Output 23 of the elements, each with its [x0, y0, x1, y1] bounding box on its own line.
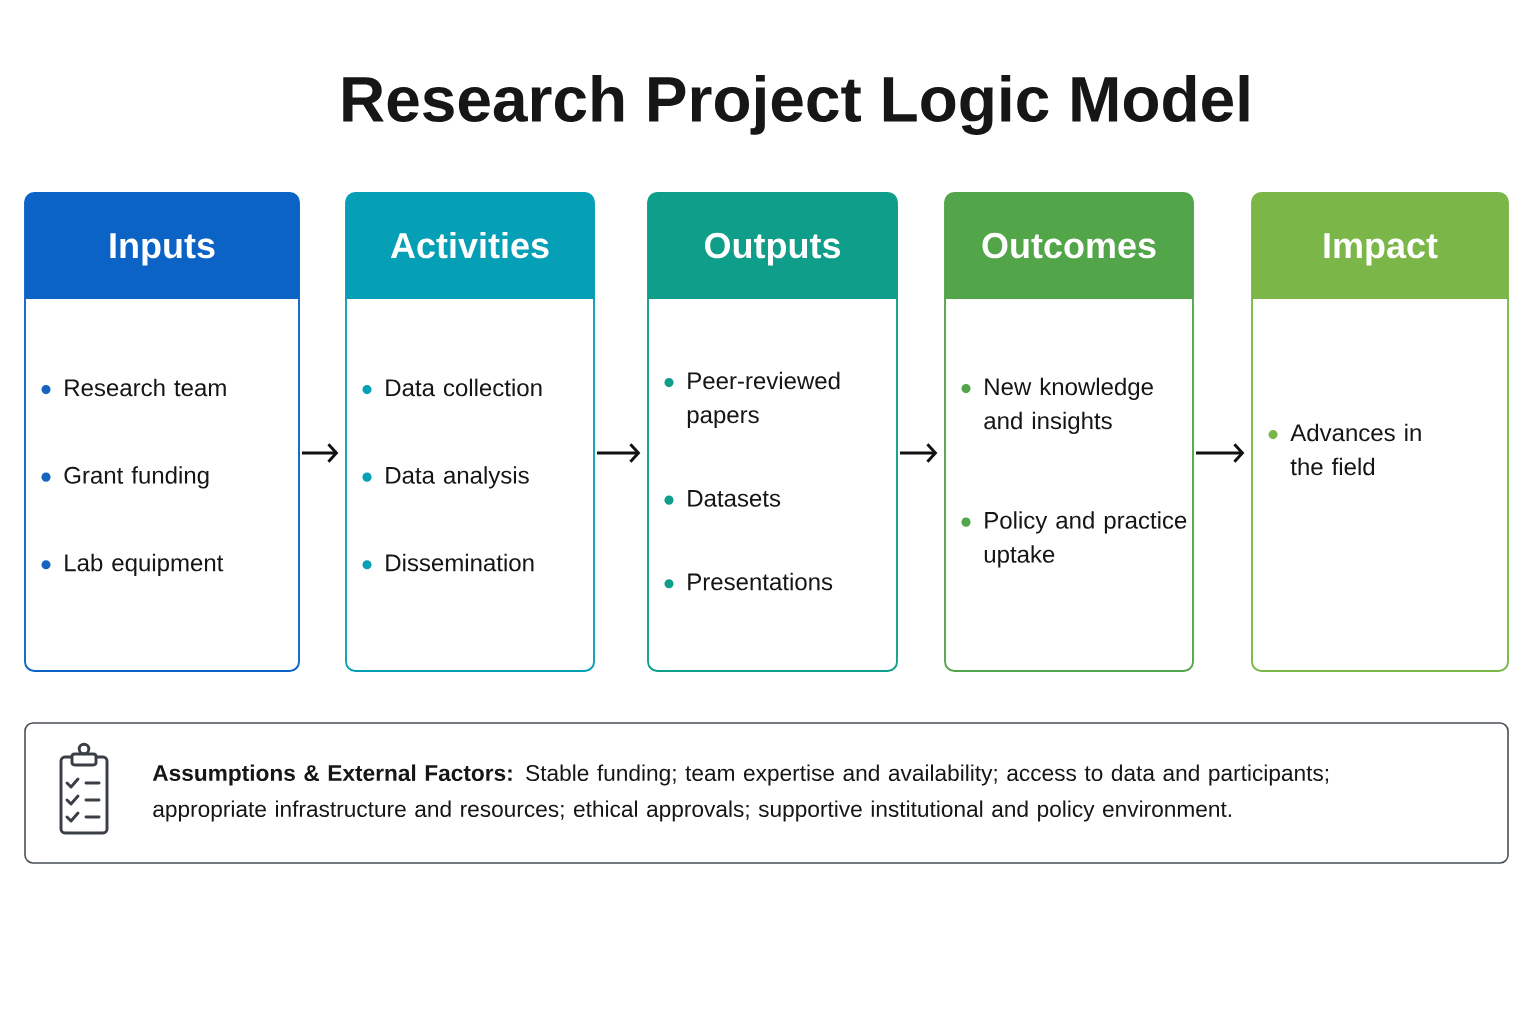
list-item: Research team — [65, 378, 226, 397]
list-item: Policy and practice uptake — [984, 511, 1187, 568]
list-item: Grant funding — [64, 466, 209, 489]
note-text: Assumptions & External Factors: Stable funding; team expertise and availability; access to data and participants; appropriate infrastructure and resources; ethical approvals; supportive institutional and policy environment. — [152, 764, 1329, 822]
column-header: Outcomes — [945, 193, 1193, 299]
arrow — [301, 443, 339, 463]
list-item: Data analysis — [386, 466, 529, 489]
list-item: Advances in the field — [1290, 423, 1421, 476]
column-header: Activities — [346, 193, 594, 299]
title: Research Project Logic Model — [343, 75, 1249, 135]
column-header: Outputs — [648, 193, 897, 299]
arrow — [899, 443, 938, 463]
list-item: Data collection — [386, 378, 542, 397]
list-item: Peer-reviewed papers — [687, 371, 840, 429]
arrow — [1195, 443, 1245, 463]
list-item: Datasets — [688, 490, 781, 507]
list-item: Lab equipment — [65, 553, 224, 577]
list-item: Dissemination — [386, 553, 534, 572]
column-header: Inputs — [25, 193, 299, 299]
list-item: New knowledge and insights — [984, 377, 1153, 435]
list-item: Presentations — [688, 572, 833, 591]
column-header: Impact — [1252, 193, 1508, 299]
arrow — [596, 443, 641, 463]
